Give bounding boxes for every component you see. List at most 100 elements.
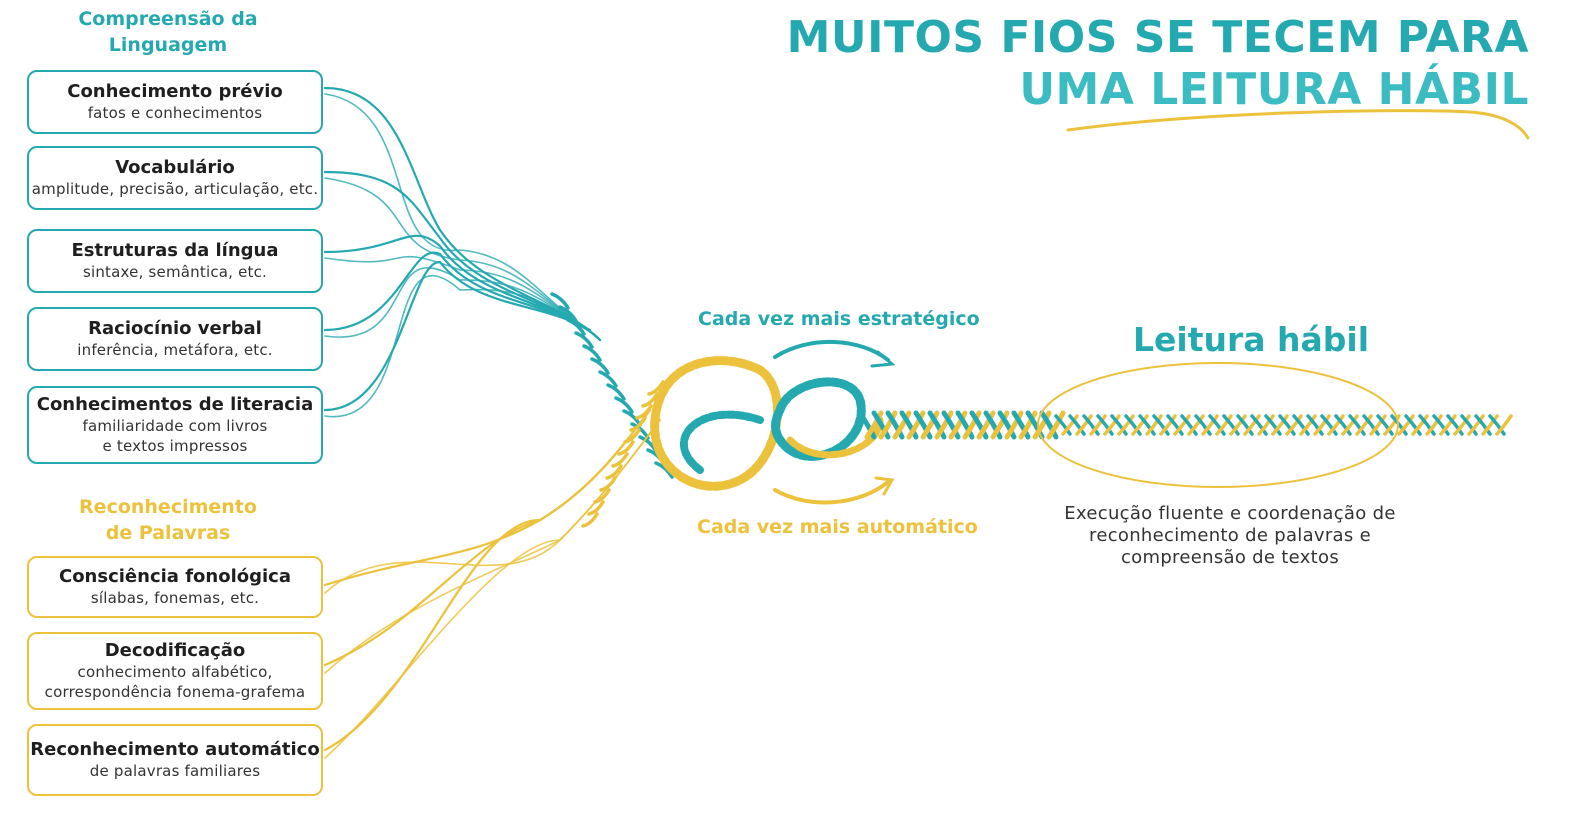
braid-gold xyxy=(948,410,968,440)
strand-title: Estruturas da língua xyxy=(71,240,279,261)
braid-gold xyxy=(1453,414,1471,436)
braid-gold xyxy=(1369,414,1387,436)
braid-teal xyxy=(1488,414,1506,436)
title-underline xyxy=(1066,109,1530,140)
braid-teal xyxy=(1334,414,1352,436)
braid-teal xyxy=(1404,414,1422,436)
braid-gold xyxy=(1103,414,1121,436)
teal-strand xyxy=(324,266,591,338)
strand-box-verbal-reasoning: Raciocínio verbal inferência, metáfora, … xyxy=(27,307,323,371)
strand-subtitle: inferência, metáfora, etc. xyxy=(77,341,273,359)
gold-rope-twist xyxy=(587,500,605,516)
strand-subtitle: conhecimento alfabético, correspondência… xyxy=(44,663,306,701)
braid-teal xyxy=(1250,414,1268,436)
braid-gold xyxy=(1439,414,1457,436)
braid-teal xyxy=(1292,414,1310,436)
braid-teal xyxy=(1418,414,1436,436)
braid-teal xyxy=(1011,410,1031,440)
gold-rope-twist xyxy=(617,440,635,456)
braid-gold xyxy=(976,410,996,440)
braid-teal xyxy=(927,410,947,440)
strand-title: Decodificação xyxy=(104,640,246,661)
teal-strand xyxy=(324,274,591,418)
strategic-label: Cada vez mais estratégico xyxy=(698,308,980,330)
braid-teal xyxy=(1362,414,1380,436)
braid-teal xyxy=(1110,414,1128,436)
strand-box-background-knowledge: Conhecimento prévio fatos e conhecimento… xyxy=(27,70,323,134)
braid-gold xyxy=(962,410,982,440)
strand-box-phonological-awareness: Consciência fonológica sílabas, fonemas,… xyxy=(27,556,323,618)
gold-rope-twist xyxy=(605,464,623,480)
braid-gold xyxy=(934,410,954,440)
braid-gold xyxy=(1327,414,1345,436)
strategic-arrowhead xyxy=(870,350,896,368)
strand-title: Conhecimento prévio xyxy=(67,81,283,102)
braid-gold xyxy=(1355,414,1373,436)
gold-rope-twist xyxy=(581,512,599,528)
gold-strand xyxy=(324,419,661,759)
teal-rope-twist xyxy=(654,461,674,479)
strand-subtitle: de palavras familiares xyxy=(89,762,261,780)
teal-loop xyxy=(679,410,764,474)
teal-strand xyxy=(324,177,591,331)
braid-teal xyxy=(1152,414,1170,436)
braid-teal xyxy=(1208,414,1226,436)
automatic-label: Cada vez mais automático xyxy=(697,516,978,538)
gold-rope-twist xyxy=(635,404,653,420)
strand-box-sight-recognition: Reconhecimento automático de palavras fa… xyxy=(27,724,323,796)
gold-strand xyxy=(323,408,652,667)
strand-box-language-structures: Estruturas da língua sintaxe, semântica,… xyxy=(27,229,323,293)
braid-gold xyxy=(878,410,898,440)
braid-gold xyxy=(1131,414,1149,436)
gold-strand xyxy=(324,419,661,594)
braid-teal xyxy=(1138,414,1156,436)
teal-rope-twist xyxy=(550,292,570,310)
braid-gold xyxy=(1159,414,1177,436)
strand-title: Reconhecimento automático xyxy=(30,739,320,760)
braid-teal xyxy=(1124,414,1142,436)
braid-teal xyxy=(1096,414,1114,436)
braid-teal xyxy=(1432,414,1450,436)
braid-teal xyxy=(1082,414,1100,436)
gold-knot xyxy=(786,416,884,459)
comprehension-group-title: Compreensão da Linguagem xyxy=(78,8,258,56)
strand-subtitle: sintaxe, semântica, etc. xyxy=(82,263,268,281)
strand-title: Conhecimentos de literacia xyxy=(36,394,314,415)
braid-gold xyxy=(1187,414,1205,436)
braid-gold xyxy=(1495,414,1513,436)
braid-teal xyxy=(955,410,975,440)
strand-title: Consciência fonológica xyxy=(58,566,291,587)
gold-rope-twist xyxy=(647,380,665,396)
braid-teal xyxy=(1306,414,1324,436)
teal-rope-twist xyxy=(566,318,586,336)
braid-gold xyxy=(1299,414,1317,436)
braid-gold xyxy=(892,410,912,440)
braid-teal xyxy=(1194,414,1212,436)
braid-gold xyxy=(1383,414,1401,436)
teal-rope-twist xyxy=(590,357,610,375)
braid-teal xyxy=(885,410,905,440)
braid-teal xyxy=(1376,414,1394,436)
gold-rope-twist xyxy=(611,452,629,468)
braid-teal xyxy=(899,410,919,440)
main-title-line-1: MUITOS FIOS SE TECEM PARA xyxy=(786,12,1529,63)
braid-teal xyxy=(871,410,891,440)
strand-subtitle: amplitude, precisão, articulação, etc. xyxy=(31,180,319,198)
braid-teal xyxy=(1460,414,1478,436)
braid-gold xyxy=(864,410,884,440)
braid-teal xyxy=(913,410,933,440)
braid-teal xyxy=(1390,414,1408,436)
braid-gold xyxy=(1243,414,1261,436)
braid-gold xyxy=(1032,410,1052,440)
braid-gold xyxy=(1341,414,1359,436)
gold-strand xyxy=(323,408,652,752)
braid-gold xyxy=(920,410,940,440)
gold-rope-twist xyxy=(593,488,611,504)
automatic-arrow xyxy=(773,480,890,505)
teal-strand xyxy=(323,234,602,342)
teal-rope-twist xyxy=(598,370,618,388)
teal-strand xyxy=(323,86,602,342)
braid-gold xyxy=(1215,414,1233,436)
gold-rope-twist xyxy=(641,392,659,408)
